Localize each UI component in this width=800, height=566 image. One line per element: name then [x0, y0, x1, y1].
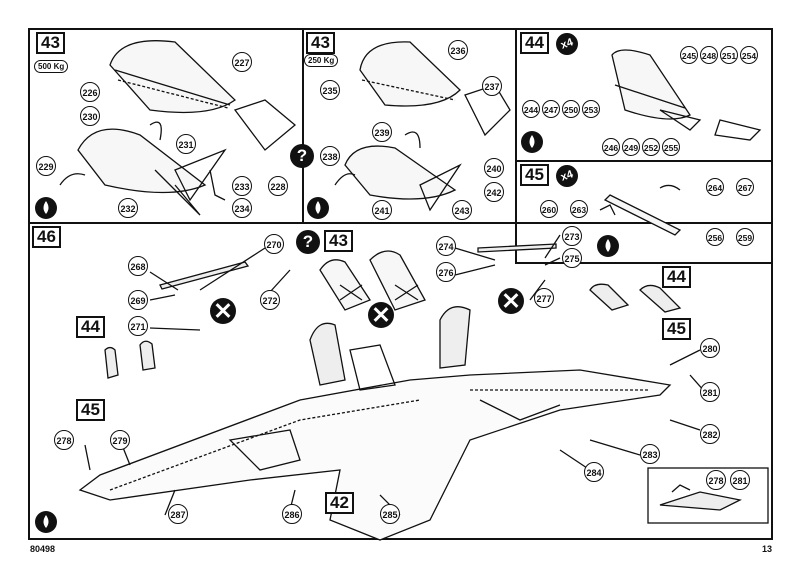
part-number: 272 [260, 290, 280, 310]
part-number: 240 [484, 158, 504, 178]
bomb-250kg-tail [344, 145, 457, 200]
bomb-250kg-nose [359, 41, 461, 107]
part-number: 275 [562, 248, 582, 268]
part-number: 227 [232, 52, 252, 72]
part-number: 284 [584, 462, 604, 482]
part-number: 245 [680, 46, 698, 64]
part-number: 282 [700, 424, 720, 444]
panel-step-45 [515, 160, 773, 264]
part-number: 280 [700, 338, 720, 358]
part-number: 286 [282, 504, 302, 524]
part-number: 236 [448, 40, 468, 60]
part-number: 250 [562, 100, 580, 118]
part-number: 285 [380, 504, 400, 524]
part-number: 278 [706, 470, 726, 490]
part-number: 253 [582, 100, 600, 118]
weight-label-500kg: 500 Kg [34, 60, 69, 73]
page-number: 13 [762, 544, 773, 554]
part-number: 252 [642, 138, 660, 156]
part-number: 259 [736, 228, 754, 246]
part-number: 264 [706, 178, 724, 196]
part-number: 232 [118, 198, 138, 218]
part-number: 271 [128, 316, 148, 336]
part-number: 244 [522, 100, 540, 118]
part-number: 263 [570, 200, 588, 218]
glue-drop-icon-46 [35, 511, 57, 533]
sub-step-44-right: 44 [662, 266, 691, 288]
part-number: 248 [700, 46, 718, 64]
pod-44 [611, 49, 691, 120]
aircraft-wing [78, 369, 672, 541]
part-number: 246 [602, 138, 620, 156]
part-number: 247 [542, 100, 560, 118]
panel-step-46 [28, 222, 773, 540]
part-number: 274 [436, 236, 456, 256]
step-label-43-500kg: 43 [36, 32, 65, 54]
sub-step-44-left: 44 [76, 316, 105, 338]
question-icon-43-250kg: ? [290, 144, 314, 168]
part-number: 231 [176, 134, 196, 154]
part-number: 226 [80, 82, 100, 102]
step-label-43-250kg: 43 [306, 32, 335, 54]
glue-drop-icon-45 [597, 235, 619, 257]
part-number: 273 [562, 226, 582, 246]
part-number: 267 [736, 178, 754, 196]
part-number: 254 [740, 46, 758, 64]
part-number: 276 [436, 262, 456, 282]
part-number: 269 [128, 290, 148, 310]
weight-label-250kg: 250 Kg [304, 54, 339, 67]
part-number: 281 [700, 382, 720, 402]
part-number: 241 [372, 200, 392, 220]
part-number: 234 [232, 198, 252, 218]
part-number: 230 [80, 106, 100, 126]
catalog-code: 80498 [30, 544, 56, 554]
remove-icon-right [498, 288, 524, 314]
part-number: 281 [730, 470, 750, 490]
part-number: 229 [36, 156, 56, 176]
question-icon-46: ? [296, 230, 320, 254]
glue-drop-icon-44 [521, 131, 543, 153]
sub-step-42: 42 [325, 492, 354, 514]
part-number: 283 [640, 444, 660, 464]
rack-45 [603, 194, 682, 236]
sub-step-45-left: 45 [76, 399, 105, 421]
part-number: 279 [110, 430, 130, 450]
step-label-46: 46 [32, 226, 61, 248]
bomb-500kg-tail [77, 128, 207, 194]
part-number: 260 [540, 200, 558, 218]
part-number: 239 [372, 122, 392, 142]
part-number: 268 [128, 256, 148, 276]
card-228 [233, 99, 297, 151]
part-number: 277 [534, 288, 554, 308]
part-number: 235 [320, 80, 340, 100]
part-number: 255 [662, 138, 680, 156]
part-number: 243 [452, 200, 472, 220]
part-number: 270 [264, 234, 284, 254]
nacelle-left [309, 322, 346, 386]
step-label-44: 44 [520, 32, 549, 54]
step-label-45: 45 [520, 164, 549, 186]
part-number: 287 [168, 504, 188, 524]
sub-step-43: 43 [324, 230, 353, 252]
part-number: 256 [706, 228, 724, 246]
glue-drop-icon-43b [307, 197, 329, 219]
part-number: 233 [232, 176, 252, 196]
sub-step-45-right: 45 [662, 318, 691, 340]
part-number: 228 [268, 176, 288, 196]
remove-icon-left [210, 298, 236, 324]
part-number: 251 [720, 46, 738, 64]
remove-icon-center [368, 302, 394, 328]
rack-bar-left [159, 261, 250, 290]
bomb-46-a [319, 259, 371, 311]
nacelle-right [439, 306, 471, 369]
part-number: 238 [320, 146, 340, 166]
part-number: 278 [54, 430, 74, 450]
part-number: 242 [484, 182, 504, 202]
glue-drop-icon-43a [35, 197, 57, 219]
part-number: 249 [622, 138, 640, 156]
part-number: 237 [482, 76, 502, 96]
rack-bar-right [477, 243, 557, 253]
bomb-500kg-nose [109, 40, 237, 114]
